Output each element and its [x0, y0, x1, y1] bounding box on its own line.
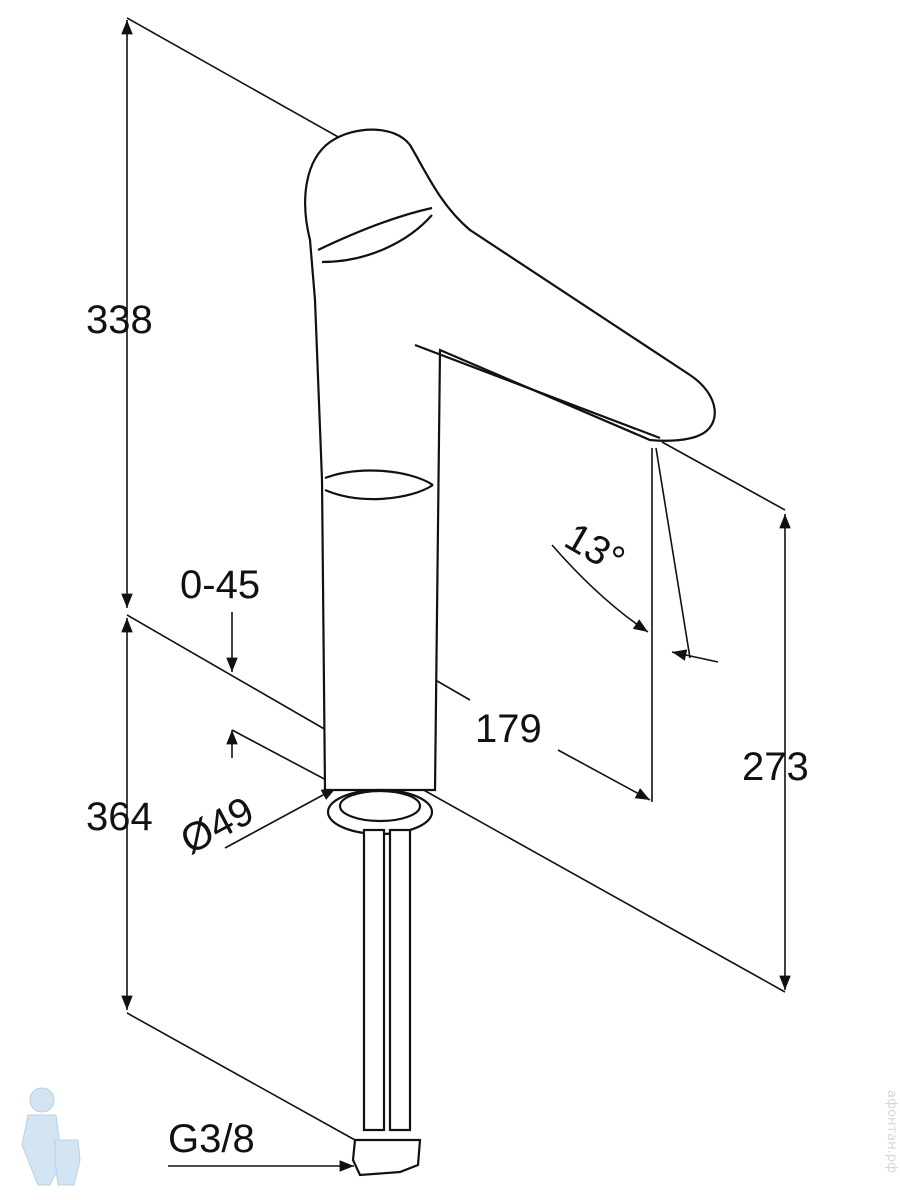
angle-line: [655, 447, 691, 659]
watermark-text: афонтан.рф: [884, 1090, 899, 1173]
mounting-ring-inner: [338, 789, 422, 823]
watermark-logo: [21, 1087, 81, 1186]
body-seam-top: [324, 469, 434, 486]
extension-line: [661, 441, 786, 511]
label-13-degrees: 13°: [558, 515, 632, 583]
connector: [351, 1138, 422, 1177]
extension-line: [231, 729, 331, 783]
label-g3-8: G3/8: [168, 1117, 255, 1161]
extension-line: [126, 1012, 356, 1141]
dimension-line-179b: [557, 749, 651, 801]
body-seam: [324, 484, 434, 501]
spout-edge: [414, 343, 661, 440]
label-diameter-49: Ø49: [174, 789, 261, 863]
handle-edge: [321, 214, 433, 264]
extension-line: [126, 17, 341, 139]
label-0-45: 0-45: [180, 563, 260, 607]
handle-top: [317, 206, 433, 251]
label-338: 338: [86, 298, 153, 342]
diameter-leader: [224, 787, 337, 849]
label-273: 273: [742, 745, 809, 789]
spout: [304, 128, 716, 792]
hose-left: [362, 828, 386, 1132]
angle-arc: [551, 544, 649, 633]
faucet-body: [304, 128, 716, 1177]
label-364: 364: [86, 795, 153, 839]
extension-line: [126, 614, 341, 739]
extension-line: [419, 787, 786, 993]
angle-arrow: [671, 649, 719, 663]
hose-right: [388, 828, 412, 1132]
label-179: 179: [475, 707, 542, 751]
